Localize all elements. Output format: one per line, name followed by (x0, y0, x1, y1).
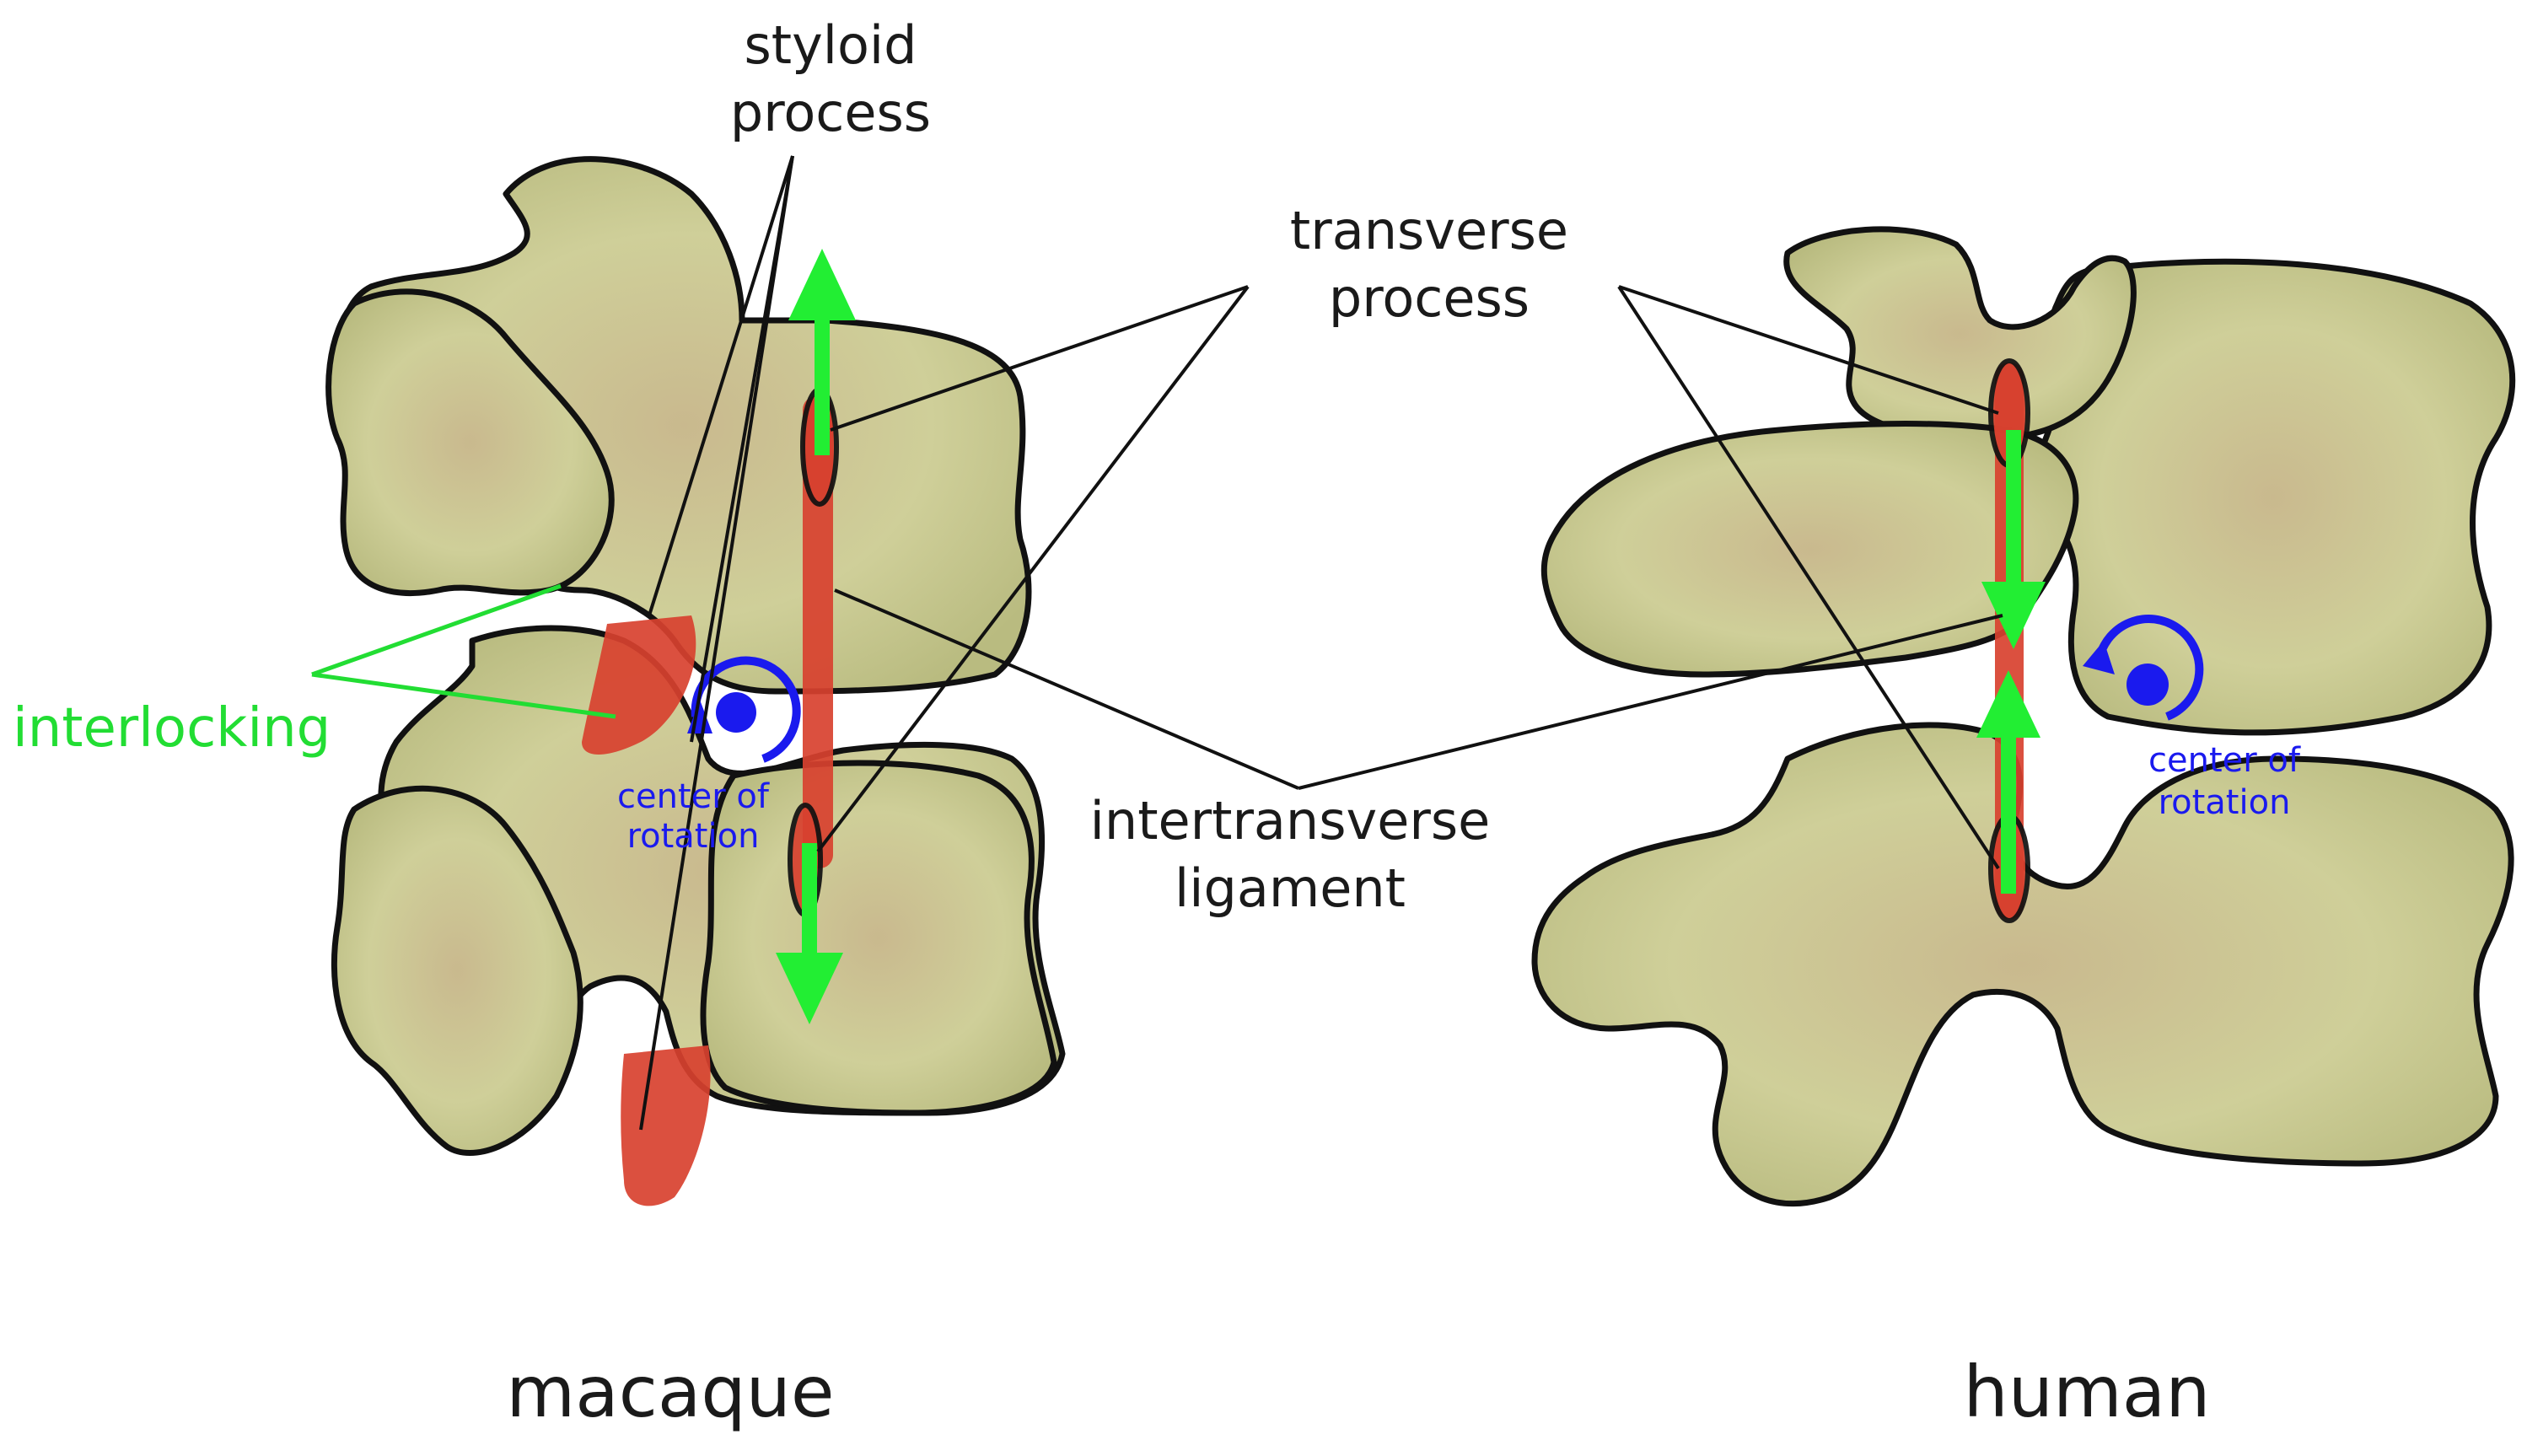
macaque-styloid-lower (621, 1045, 711, 1206)
human-upper-transverse-knob (1783, 226, 2137, 442)
human-vertebrae (1298, 226, 2516, 1207)
label-intertransverse-line1: intertransverse (1090, 790, 1491, 852)
leader-intertransverse-macaque (834, 588, 1299, 790)
label-styloid-line1: styloid (744, 14, 917, 76)
label-interlocking: interlocking (13, 697, 331, 760)
human-arrow-down-head (1981, 582, 2046, 649)
macaque-lower-left-lobe (331, 785, 583, 1156)
leader-intertransverse-human (1298, 614, 2003, 790)
macaque-arrow-up-head (788, 249, 856, 320)
caption-human: human (1963, 1351, 2210, 1433)
label-transverse-line2: process (1329, 267, 1530, 329)
label-transverse-line1: transverse (1290, 200, 1568, 261)
macaque-intertransverse-ligament (803, 396, 833, 868)
label-center-right-line1: center of (2148, 741, 2301, 780)
human-center-of-rotation-dot (2126, 664, 2169, 706)
macaque-styloid-upper (582, 615, 696, 755)
leader-interlocking-2 (311, 672, 616, 719)
macaque-rotation-arc (691, 656, 801, 763)
label-intertransverse-line2: ligament (1175, 857, 1406, 919)
macaque-center-of-rotation-dot (716, 692, 756, 733)
human-lower-vertebra (1531, 722, 2514, 1207)
label-center-left-line2: rotation (627, 817, 760, 856)
label-styloid-line2: process (730, 82, 931, 143)
leader-transverse-macaque-2 (816, 285, 1250, 853)
label-center-left-line1: center of (617, 777, 770, 816)
caption-macaque: macaque (506, 1351, 834, 1433)
macaque-upper-left-lobe (325, 288, 615, 596)
leader-styloid-3 (639, 155, 794, 1131)
leader-styloid-1 (648, 155, 794, 616)
leader-transverse-macaque-1 (830, 285, 1249, 432)
human-rotation-arrowhead (2083, 641, 2115, 674)
leader-transverse-human-2 (1617, 285, 2000, 870)
human-rotation-arc (2095, 615, 2204, 721)
macaque-arrow-down-head (776, 953, 843, 1024)
leader-interlocking-1 (311, 583, 562, 677)
leader-transverse-human-1 (1618, 285, 1999, 415)
label-center-right-line2: rotation (2159, 783, 2291, 822)
macaque-vertebrae (311, 155, 1299, 1206)
human-arrow-up-head (1976, 670, 2040, 738)
